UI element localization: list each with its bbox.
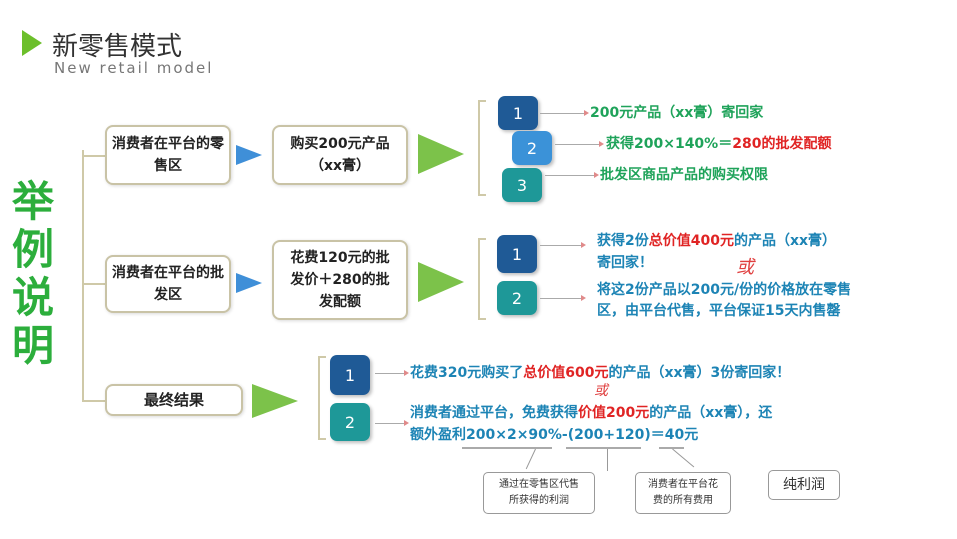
row1-item1-text: 200元产品（xx膏）寄回家 <box>590 105 764 121</box>
page-title: 新零售模式 <box>52 32 183 62</box>
row1-item3-text: 批发区商品产品的购买权限 <box>600 167 768 183</box>
main-bracket <box>82 150 84 400</box>
text-highlight: 280的批发配额 <box>732 136 832 152</box>
text-highlight: 价值200元 <box>578 405 650 421</box>
row2-action-box: 花费120元的批发价＋280的批发配额 <box>272 240 408 320</box>
text-highlight: 总价值600元 <box>523 365 609 381</box>
arrow-line <box>545 172 599 178</box>
text-part: 花费320元购买了 <box>410 365 524 381</box>
text-highlight: 总价值400元 <box>648 233 734 249</box>
row2-item2-text-line2: 区，由平台代售，平台保证15天内售罄 <box>597 303 841 319</box>
note-net-profit: 纯利润 <box>768 470 840 500</box>
row2-num-1: 1 <box>497 235 537 273</box>
green-arrow-icon <box>252 384 298 418</box>
row1-source-box: 消费者在平台的零售区 <box>105 125 231 185</box>
text-part: 消费者通过平台，免费获得 <box>410 405 578 421</box>
bracket-branch <box>82 155 105 157</box>
text-part: 寄回家！ <box>597 255 653 271</box>
pointer-line <box>607 449 608 471</box>
row1-bracket <box>478 100 486 196</box>
text-part: 的产品（xx膏），还 <box>649 405 773 421</box>
row2-bracket <box>478 238 486 320</box>
note-retail-profit: 通过在零售区代售所获得的利润 <box>483 472 595 514</box>
row3-bracket <box>318 356 326 440</box>
row1-num-2: 2 <box>512 131 552 165</box>
row2-source-box: 消费者在平台的批发区 <box>105 255 231 313</box>
arrow-line <box>540 110 589 116</box>
underline <box>659 447 684 449</box>
arrow-line <box>555 141 604 147</box>
text-part: 获得2份 <box>597 233 649 249</box>
text-part: 的产品（xx膏） <box>733 233 837 249</box>
row2-item2-text-line1: 将这2份产品以200元/份的价格放在零售 <box>597 282 852 298</box>
note-total-cost: 消费者在平台花费的所有费用 <box>635 472 731 514</box>
side-label: 举例说明 <box>11 177 54 370</box>
row1-item2-text: 获得200×140%＝280的批发配额 <box>606 133 831 155</box>
or-mark: 或 <box>594 383 608 399</box>
blue-arrow-icon <box>236 273 262 293</box>
arrow-line <box>540 295 586 301</box>
arrow-line <box>375 370 409 376</box>
bracket-branch <box>82 283 105 285</box>
page-subtitle: New retail model <box>54 59 214 77</box>
row2-num-2: 2 <box>497 281 537 315</box>
row1-num-1: 1 <box>498 96 538 130</box>
arrow-line <box>540 242 586 248</box>
text-part: 的产品（xx膏）3份寄回家！ <box>608 365 791 381</box>
row3-item2-formula: 额外盈利200×2×90%-(200+120)＝40元 <box>410 427 699 443</box>
arrow-line <box>375 420 409 426</box>
row2-item1-text: 获得2份总价值400元的产品（xx膏） 寄回家！ <box>597 230 836 274</box>
green-arrow-icon <box>418 134 464 174</box>
row1-num-3: 3 <box>502 168 542 202</box>
row3-item2-text: 消费者通过平台，免费获得价值200元的产品（xx膏），还 <box>410 402 772 424</box>
row3-item1-text: 花费320元购买了总价值600元的产品（xx膏）3份寄回家！ <box>410 362 790 384</box>
text-part: 获得200×140%＝ <box>606 136 733 152</box>
row1-action-box: 购买200元产品（xx膏） <box>272 125 408 185</box>
pointer-line <box>525 448 536 470</box>
row3-source-box: 最终结果 <box>105 384 243 416</box>
bracket-branch <box>82 400 105 402</box>
pointer-line <box>672 448 695 468</box>
row3-num-1: 1 <box>330 355 370 395</box>
blue-arrow-icon <box>236 145 262 165</box>
row3-num-2: 2 <box>330 403 370 441</box>
title-triangle-icon <box>22 30 42 56</box>
or-mark: 或 <box>736 257 754 278</box>
green-arrow-icon <box>418 262 464 302</box>
underline <box>566 447 641 449</box>
underline <box>462 447 552 449</box>
